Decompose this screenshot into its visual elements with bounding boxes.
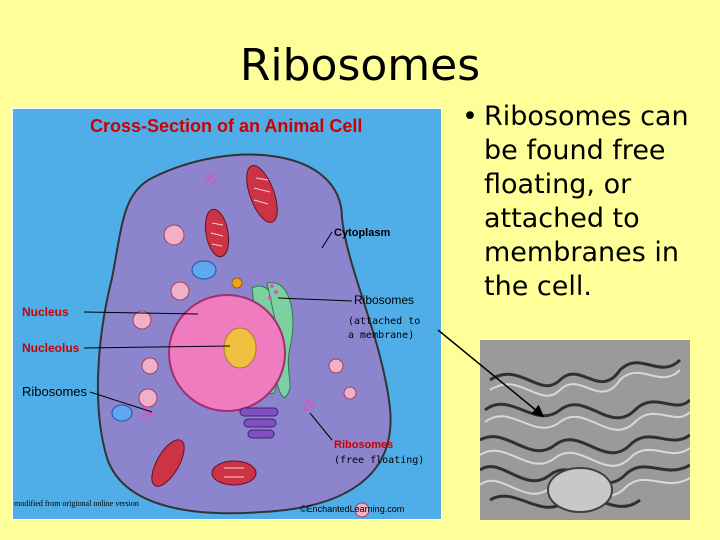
diagram-heading: Cross-Section of an Animal Cell bbox=[90, 116, 362, 136]
blue-vacuoles bbox=[111, 260, 217, 422]
label-ribosomes-left: Ribosomes bbox=[22, 384, 88, 399]
label-nucleolus: Nucleolus bbox=[22, 341, 80, 355]
centrosome bbox=[231, 277, 243, 289]
nucleolus bbox=[223, 327, 257, 369]
mitochondria-cristae bbox=[210, 177, 271, 478]
label-pointer-lines bbox=[83, 231, 353, 441]
bullet-point: • Ribosomes can be found free floating, … bbox=[462, 100, 712, 304]
bullet-dot-icon: • bbox=[462, 101, 478, 132]
golgi-apparatus bbox=[239, 407, 279, 439]
label-cytoplasm: Cytoplasm bbox=[334, 227, 390, 239]
animal-cell-diagram: Cross-Section of an Animal Cell bbox=[12, 108, 442, 520]
label-nucleus: Nucleus bbox=[22, 305, 69, 319]
bullet-text: Ribosomes can be found free floating, or… bbox=[484, 101, 689, 302]
label-ribosomes-free: Ribosomes bbox=[334, 439, 393, 451]
label-free-note: (free floating) bbox=[334, 455, 424, 466]
vesicles bbox=[132, 224, 370, 518]
credit-left: modified from origional online version bbox=[14, 499, 139, 508]
label-attached-note-1: (attached to bbox=[348, 316, 420, 327]
rough-er-micrograph bbox=[480, 340, 690, 520]
free-ribosome-clusters bbox=[142, 174, 314, 418]
micrograph-mitochondrion bbox=[547, 467, 613, 513]
mitochondria bbox=[151, 165, 278, 487]
label-attached-note-2: a membrane) bbox=[348, 330, 414, 341]
slide-title: Ribosomes bbox=[239, 40, 481, 91]
credit-right: ©EnchantedLearning.com bbox=[300, 504, 404, 514]
label-ribosomes-attached: Ribosomes bbox=[354, 293, 414, 307]
